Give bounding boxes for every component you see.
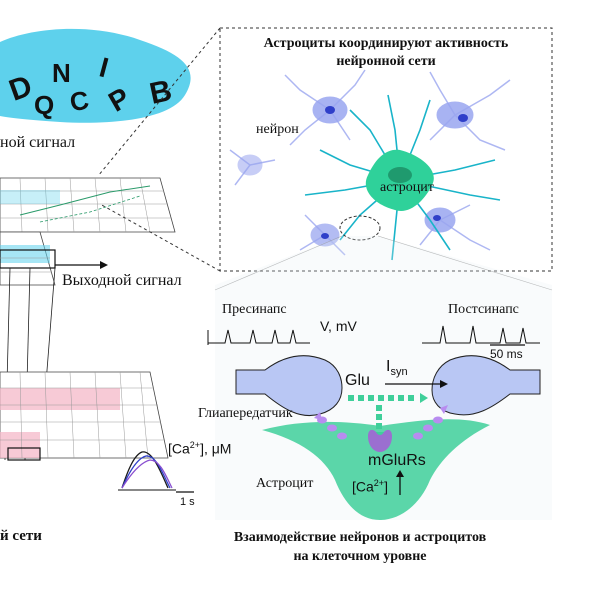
- network-caption: й сети: [0, 528, 42, 544]
- input-letter: Q: [34, 90, 55, 120]
- isyn-main: I: [386, 358, 391, 375]
- postsynaptic-terminal: [431, 355, 541, 416]
- input-image-cloud: [0, 28, 191, 123]
- time-scale-label: 50 ms: [490, 347, 523, 361]
- voltage-unit-label: V, mV: [320, 318, 357, 334]
- network-panel-title: Астроциты координируют активность: [263, 36, 509, 51]
- input-signal-label: ной сигнал: [0, 134, 76, 151]
- presynapse-label: Пресинапс: [222, 302, 287, 317]
- astro-ca-tail: ]: [384, 478, 388, 495]
- calcium-concentration-label: [Ca2+], μM: [168, 440, 231, 457]
- output-signal-label: Выходной сигнал: [62, 272, 182, 289]
- network-panel-subtitle: нейронной сети: [336, 54, 436, 69]
- presynaptic-trace: [208, 329, 310, 344]
- astrocyte-process: [262, 419, 490, 520]
- astro-ca-sup: 2+: [373, 478, 385, 488]
- hidden-layer-grid: [0, 231, 56, 286]
- glu-label: Glu: [345, 372, 370, 389]
- presynaptic-terminal: [235, 355, 343, 417]
- synapse-caption-line2: на клеточном уровне: [293, 549, 427, 564]
- input-letter: N: [52, 58, 71, 88]
- astrocyte-calcium-label: [Ca2+]: [352, 478, 388, 495]
- synapse-highlight: [339, 215, 381, 241]
- mglurs-label: mGluRs: [368, 452, 426, 469]
- astrocyte-synapse-label: Астроцит: [256, 476, 314, 491]
- neuron-nuclei: [321, 106, 468, 239]
- calcium-time-scale: 1 s: [180, 496, 195, 508]
- astro-ca-main: [Ca: [352, 478, 374, 495]
- zoom-cone: [215, 236, 552, 520]
- calcium-transient-plot: [121, 451, 173, 489]
- calcium-conc-sup: 2+: [189, 440, 201, 450]
- astrocyte-cell: [304, 94, 501, 261]
- astrocyte-label: астроцит: [380, 180, 434, 195]
- postsynapse-label: Постсинапс: [448, 302, 519, 317]
- output-layer-grid: [0, 371, 169, 461]
- input-layer-grid: [0, 177, 176, 233]
- synapse-caption-line1: Взаимодействие нейронов и астроцитов: [233, 530, 487, 545]
- postsynaptic-trace: [422, 325, 540, 344]
- neuron-label: нейрон: [256, 122, 299, 137]
- isyn-label: Isyn: [386, 358, 408, 378]
- gliotransmitter-dots: [317, 416, 443, 440]
- gliotransmitter-label: Глиапередатчик: [198, 406, 293, 421]
- isyn-subscript: syn: [390, 366, 408, 379]
- calcium-conc-tail: ], μM: [200, 440, 232, 457]
- calcium-conc-main: [Ca: [168, 440, 190, 457]
- mglur-receptor: [368, 429, 392, 452]
- multilayer-network-diagram: [0, 28, 191, 461]
